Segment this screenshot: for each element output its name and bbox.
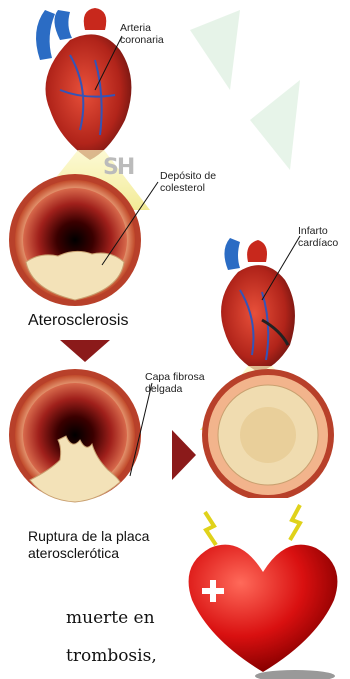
label-plaque-rupture: Ruptura de la placa aterosclerótica [28,528,149,562]
label-cholesterol-deposit: Depósito de colesterol [160,170,216,194]
label-heart-attack-line2: cardíaco [298,237,338,249]
label-atherosclerosis: Aterosclerosis [28,312,128,330]
label-plaque-rupture-line1: Ruptura de la placa [28,528,149,545]
label-fibrous-cap-line1: Capa fibrosa [145,371,205,383]
label-fibrous-cap-line2: delgada [145,383,205,395]
label-cholesterol-line1: Depósito de [160,170,216,182]
label-plaque-rupture-line2: aterosclerótica [28,545,149,562]
label-thin-fibrous-cap: Capa fibrosa delgada [145,371,205,395]
label-cholesterol-line2: colesterol [160,182,216,194]
label-coronary-artery: Arteria coronaria [120,22,164,46]
vessel-cross-section-3 [202,369,334,501]
label-coronary-artery-line2: coronaria [120,34,164,46]
label-heart-attack: Infarto cardíaco [298,225,338,249]
paragraph-fragment-1: muerte en [66,608,155,628]
plus-sign-v [210,580,216,602]
anatomical-heart-right [221,238,295,372]
watermark-logo: SH [103,155,133,180]
label-heart-attack-line1: Infarto [298,225,338,237]
background-watermark [190,10,300,170]
down-arrow-icon [60,340,110,362]
right-arrow-icon [172,430,196,480]
vessel-cross-section-2 [9,369,141,502]
anatomical-heart-top [36,8,131,160]
vessel-cross-section-1 [9,174,141,306]
label-coronary-artery-line1: Arteria [120,22,164,34]
paragraph-fragment-2: trombosis, [66,646,157,666]
